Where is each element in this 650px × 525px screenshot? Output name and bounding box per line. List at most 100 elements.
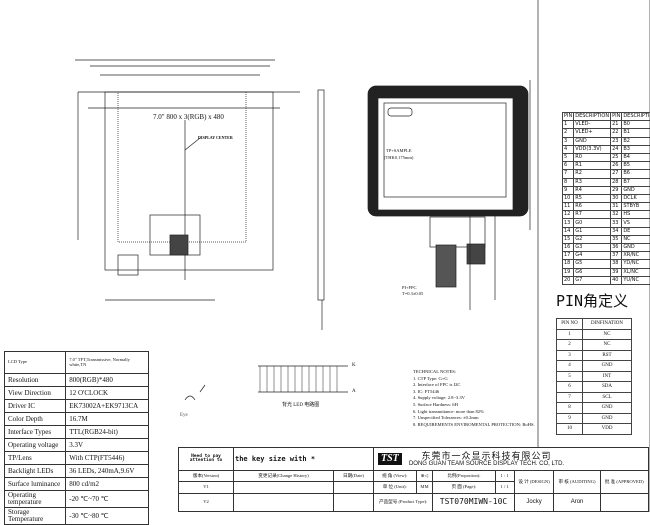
table-cell: 9 xyxy=(563,186,574,194)
table-cell: G1 xyxy=(574,227,611,235)
table-cell: HS xyxy=(622,211,650,219)
table-cell: 11 xyxy=(563,203,574,211)
eye-label: Eye xyxy=(180,413,188,418)
table-cell: DINFINATION xyxy=(583,319,632,330)
table-cell: 25 xyxy=(611,153,622,161)
table-cell: 36 xyxy=(611,244,622,252)
table-cell: -30 ℃~80 ℃ xyxy=(66,508,149,525)
table-cell: 7 xyxy=(557,392,583,403)
table-cell: VLED- xyxy=(574,121,611,129)
table-cell: 7 xyxy=(563,170,574,178)
proportion-value: 1 : 1 xyxy=(495,471,514,482)
table-cell: VDD(3.3V) xyxy=(574,145,611,153)
table-cell: 6 xyxy=(557,382,583,393)
table-cell: VLED+ xyxy=(574,129,611,137)
version-v2: V2 xyxy=(179,493,234,511)
table-cell: Operating temperature xyxy=(5,491,66,508)
projection-symbol-icon: ⊕◁ xyxy=(416,471,433,482)
table-cell: 3 xyxy=(557,350,583,361)
table-cell: G0 xyxy=(574,219,611,227)
table-cell: 20 xyxy=(563,276,574,284)
table-row: Storage Temperature-30 ℃~80 ℃ xyxy=(5,508,149,525)
title-block: Need to pay attention to the key size wi… xyxy=(178,447,649,512)
table-cell: Storage Temperature xyxy=(5,508,66,525)
page-header: 页 面 (Page): xyxy=(433,482,495,493)
table-cell: G7 xyxy=(574,276,611,284)
table-cell: B3 xyxy=(622,145,650,153)
table-cell: G3 xyxy=(574,244,611,252)
table-cell: 15 xyxy=(563,235,574,243)
table-cell: B1 xyxy=(622,129,650,137)
version-header: 版本(Version) xyxy=(179,471,234,482)
table-cell: 38 xyxy=(611,260,622,268)
table-cell: 40 xyxy=(611,276,622,284)
table-cell: Operating voltage xyxy=(5,439,66,452)
table-cell: 33 xyxy=(611,219,622,227)
table-row: Operating temperature-20 ℃~70 ℃ xyxy=(5,491,149,508)
table-cell: 5 xyxy=(557,371,583,382)
table-cell: 2 xyxy=(557,340,583,351)
display-size-label: 7.0" 800 x 3(RGB) x 480 xyxy=(153,113,224,121)
table-cell: 7.0" TFT,Transmissive, Normally white,TN xyxy=(66,352,149,374)
table-cell: DESCRIPTION xyxy=(574,113,611,121)
table-cell: R7 xyxy=(574,211,611,219)
table-cell: R6 xyxy=(574,203,611,211)
history-header: 变更记录(Change History) xyxy=(234,471,334,482)
table-cell: 1 xyxy=(557,329,583,340)
table-cell: 9 xyxy=(557,413,583,424)
table-cell: 4 xyxy=(563,145,574,153)
table-cell: 34 xyxy=(611,227,622,235)
fpc-label: PI+FPC xyxy=(402,285,417,290)
designer-name: Jocky xyxy=(514,493,554,511)
table-cell: PIN xyxy=(563,113,574,121)
led-cathode-label: K xyxy=(352,363,356,368)
table-cell: 16.7M xyxy=(66,413,149,426)
table-cell: View Direction xyxy=(5,387,66,400)
display-center-label: DISPLAY CENTER xyxy=(198,135,233,140)
unit-header: 单 位 (Unit): xyxy=(374,482,417,493)
table-cell: 32 xyxy=(611,211,622,219)
table-cell: -20 ℃~70 ℃ xyxy=(66,491,149,508)
table-cell: LCD Type xyxy=(5,352,66,374)
table-cell: 31 xyxy=(611,203,622,211)
table-cell: 6 xyxy=(563,162,574,170)
table-cell: B4 xyxy=(622,153,650,161)
table-cell: 36 LEDs, 240mA,9.6V xyxy=(66,465,149,478)
table-cell: XL/NC xyxy=(622,268,650,276)
table-cell: YD/NC xyxy=(622,260,650,268)
note-line: 4. Supply voltage: 2.8~3.3V xyxy=(413,395,535,402)
table-cell: 35 xyxy=(611,235,622,243)
table-cell: INT xyxy=(583,371,632,382)
table-cell: 21 xyxy=(611,121,622,129)
tp-thickness-label: (THK0.175mm) xyxy=(384,155,413,160)
note-line: 3. IC: FT5446 xyxy=(413,389,535,396)
table-cell: 26 xyxy=(611,162,622,170)
table-cell: B2 xyxy=(622,137,650,145)
version-v1: V1 xyxy=(179,482,234,493)
table-cell: 27 xyxy=(611,170,622,178)
table-cell: Surface luminance xyxy=(5,478,66,491)
pin-table: PINDESCRIPTIONPINDESCRIPTION1VLED-21B02V… xyxy=(562,112,650,285)
table-cell: With CTP(FT5446) xyxy=(66,452,149,465)
table-cell: DE xyxy=(622,227,650,235)
table-cell: GND xyxy=(622,244,650,252)
table-cell: 12 xyxy=(563,211,574,219)
design-header: 设 计 (DESIGN) xyxy=(514,471,554,494)
